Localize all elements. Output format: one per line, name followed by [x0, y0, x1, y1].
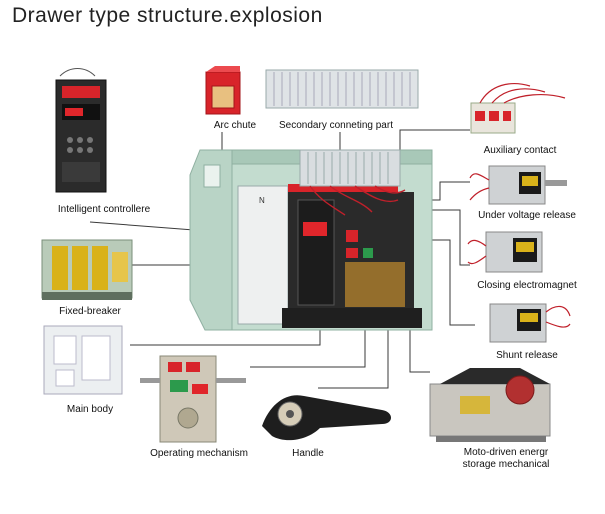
- label-main-body: Main body: [66, 404, 114, 415]
- leader-operating: [250, 328, 366, 368]
- arc-chute-part: [205, 66, 241, 115]
- red-button-1: [346, 230, 358, 242]
- central-breaker: [189, 149, 433, 331]
- main-body-part: [43, 325, 123, 395]
- label-closing-electromagnet: Closing electromagnet: [477, 280, 577, 291]
- leader-motor: [409, 315, 430, 373]
- leader-shunt: [420, 239, 475, 326]
- green-indicator: [363, 248, 373, 258]
- under-voltage-release-part: [469, 165, 567, 205]
- label-fixed-breaker: Fixed-breaker: [59, 306, 121, 317]
- label-shunt-release: Shunt release: [496, 350, 558, 361]
- label-motor-storage-line2: storage mechanical: [462, 459, 550, 470]
- breaker-terminal-block: [299, 149, 401, 187]
- red-button-2: [346, 248, 358, 258]
- intelligent-controller-part: [55, 68, 107, 193]
- page-title: Drawer type structure.explosion: [12, 4, 323, 27]
- label-intelligent-controller: Intelligent controllere: [57, 204, 151, 215]
- label-arc-chute: Arc chute: [213, 120, 257, 131]
- breaker-front-cover: [237, 185, 289, 325]
- leader-handle: [318, 328, 389, 389]
- label-motor-storage-line1: Moto-driven energr: [463, 447, 549, 458]
- breaker-face-letter: N: [259, 196, 265, 205]
- label-operating-mechanism: Operating mechanism: [150, 448, 248, 459]
- breaker-left-slot: [203, 164, 221, 188]
- motor-storage-part: [429, 368, 551, 442]
- label-auxiliary-contact: Auxiliary contact: [483, 145, 557, 156]
- copper-mechanism: [345, 262, 405, 307]
- handle-part: [262, 395, 391, 441]
- leader-main-body: [130, 328, 321, 346]
- controller-in-breaker: [297, 199, 335, 306]
- shunt-release-part: [489, 303, 571, 343]
- breaker-wires: [309, 185, 406, 216]
- fixed-breaker-part: [41, 239, 133, 300]
- secondary-connecting-part: [265, 69, 419, 109]
- label-handle: Handle: [292, 448, 324, 459]
- display-in-breaker: [303, 222, 327, 236]
- operating-mechanism-part: [140, 355, 246, 443]
- label-under-voltage-release: Under voltage release: [478, 210, 576, 221]
- breaker-base: [282, 308, 422, 328]
- auxiliary-contact-part: [470, 82, 566, 134]
- label-secondary-connecting-part: Secondary conneting part: [279, 120, 393, 131]
- breaker-red-strip: [288, 184, 398, 192]
- closing-electromagnet-part: [467, 231, 543, 273]
